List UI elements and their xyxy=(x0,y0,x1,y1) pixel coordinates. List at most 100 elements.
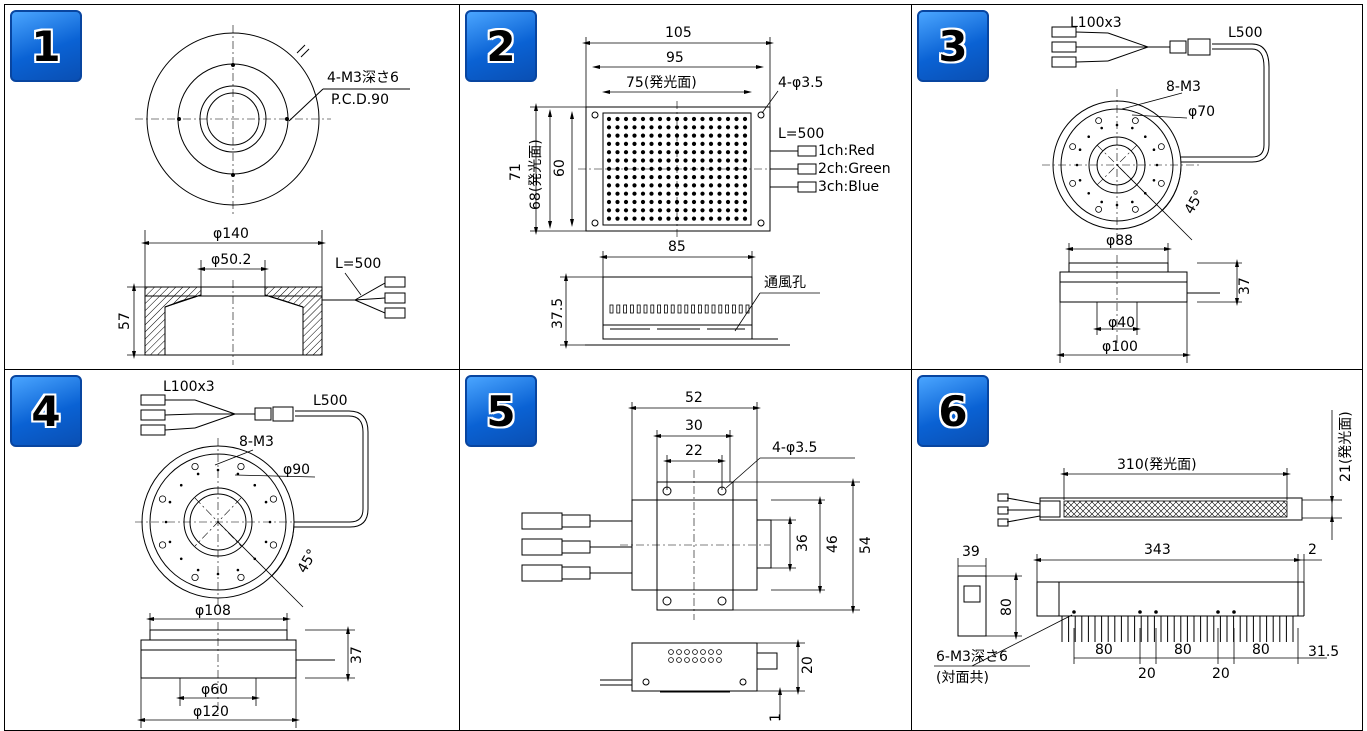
led-dot xyxy=(700,216,705,221)
screw-hole xyxy=(1216,610,1220,614)
led-dot xyxy=(657,150,663,155)
led-dot xyxy=(734,158,739,163)
led-dot xyxy=(674,125,680,130)
led-grid xyxy=(606,116,748,221)
led-dot xyxy=(708,125,714,130)
bolt-hole xyxy=(269,495,278,503)
led-dot xyxy=(649,175,654,180)
led-dot xyxy=(623,199,629,205)
led-dot xyxy=(632,166,637,171)
led-dot xyxy=(640,191,646,196)
led-dot xyxy=(1143,135,1147,139)
led-dot xyxy=(606,133,612,138)
bolt-hole xyxy=(1069,179,1077,187)
led-dot xyxy=(1115,123,1119,127)
led-dot xyxy=(742,133,748,138)
led-dot xyxy=(168,500,172,504)
led-dot xyxy=(657,133,663,138)
bolt-hole xyxy=(1131,117,1139,125)
led-dot xyxy=(1115,203,1119,207)
ch1-label: 1ch:Red xyxy=(818,143,875,159)
led-dot xyxy=(216,572,220,576)
vent-hole xyxy=(718,304,723,314)
led-dot xyxy=(734,183,739,188)
led-dot xyxy=(717,125,722,130)
led-dot xyxy=(725,183,731,188)
vent-holes xyxy=(609,304,750,314)
led-dot xyxy=(691,175,697,180)
led-dot xyxy=(1087,191,1091,195)
pcd-value: P.C.D.90 xyxy=(331,92,389,108)
led-dot xyxy=(657,199,663,205)
dia-top: φ108 xyxy=(195,603,231,619)
bolt-hole xyxy=(1069,143,1077,151)
led-dot xyxy=(606,175,612,180)
led-dot xyxy=(649,150,654,155)
led-dot xyxy=(717,133,722,138)
led-dot xyxy=(1152,179,1156,182)
screw-hole xyxy=(1154,610,1158,614)
led-dot xyxy=(623,133,629,138)
led-dot xyxy=(666,216,671,221)
bolt-hole xyxy=(1095,117,1103,125)
led-dot xyxy=(683,150,688,155)
led-dot xyxy=(725,216,731,221)
dia-outer: φ140 xyxy=(213,226,249,242)
led-dot xyxy=(179,483,183,487)
led-dot xyxy=(742,175,748,180)
bar-light-side-view xyxy=(934,554,1327,667)
led-dot xyxy=(615,175,620,180)
led-dot xyxy=(700,116,705,122)
panel-6: 310(発光面) 21(発光面) xyxy=(911,369,1363,731)
led-dot xyxy=(236,568,240,572)
led-dot xyxy=(684,657,690,663)
led-dot xyxy=(623,166,629,171)
ring-light-side-view xyxy=(1056,243,1242,363)
led-dot xyxy=(725,191,731,196)
bolt-hole xyxy=(1095,205,1103,213)
w-total: 52 xyxy=(685,390,703,406)
pitch-1: 80 xyxy=(1095,642,1113,658)
vent-hole xyxy=(657,304,662,314)
led-dot xyxy=(717,150,722,155)
led-dot xyxy=(725,158,731,163)
led-dot xyxy=(725,166,731,171)
led-dot xyxy=(649,116,654,122)
led-dot xyxy=(640,158,646,163)
pitch-2: 80 xyxy=(1174,642,1192,658)
w-emit: 75(発光面) xyxy=(626,75,697,91)
led-dot xyxy=(632,183,637,188)
led-dot xyxy=(632,216,637,221)
led-dot xyxy=(668,649,674,655)
led-dot xyxy=(683,116,688,122)
vent-hole xyxy=(629,304,634,314)
ch2-label: 2ch:Green xyxy=(818,161,891,177)
led-dot xyxy=(164,520,168,524)
bar-light-end-view xyxy=(957,558,1022,640)
led-dot xyxy=(683,191,688,196)
led-dot xyxy=(674,116,680,122)
ring-light-top-view xyxy=(1042,26,1270,241)
led-dot xyxy=(615,133,620,138)
bolt-hole xyxy=(1157,179,1165,187)
led-dot xyxy=(742,183,748,188)
led-dot xyxy=(179,557,183,561)
led-dot xyxy=(657,191,663,196)
led-dot xyxy=(649,199,654,205)
panel-5-drawing: 52 30 22 4-φ3.5 36 46 54 xyxy=(521,390,874,722)
vent-hole xyxy=(697,304,702,314)
led-dot xyxy=(632,191,637,196)
led-dot xyxy=(632,133,637,138)
led-dot xyxy=(734,191,739,196)
led-dot xyxy=(708,175,714,180)
height-label: 57 xyxy=(117,312,133,330)
w-inner: 22 xyxy=(685,443,703,459)
space-2: 20 xyxy=(1212,666,1230,682)
led-dot xyxy=(683,183,688,188)
panel-2-drawing: 105 95 75(発光面) 4-φ3.5 71 68(発光面) 60 L=50… xyxy=(508,25,891,349)
led-dot xyxy=(683,141,688,146)
led-dot xyxy=(606,166,612,171)
led-dot xyxy=(666,191,671,196)
led-dot xyxy=(1155,163,1159,167)
panel-1-drawing: 4-M3深さ6 P.C.D.90 xyxy=(117,25,410,365)
